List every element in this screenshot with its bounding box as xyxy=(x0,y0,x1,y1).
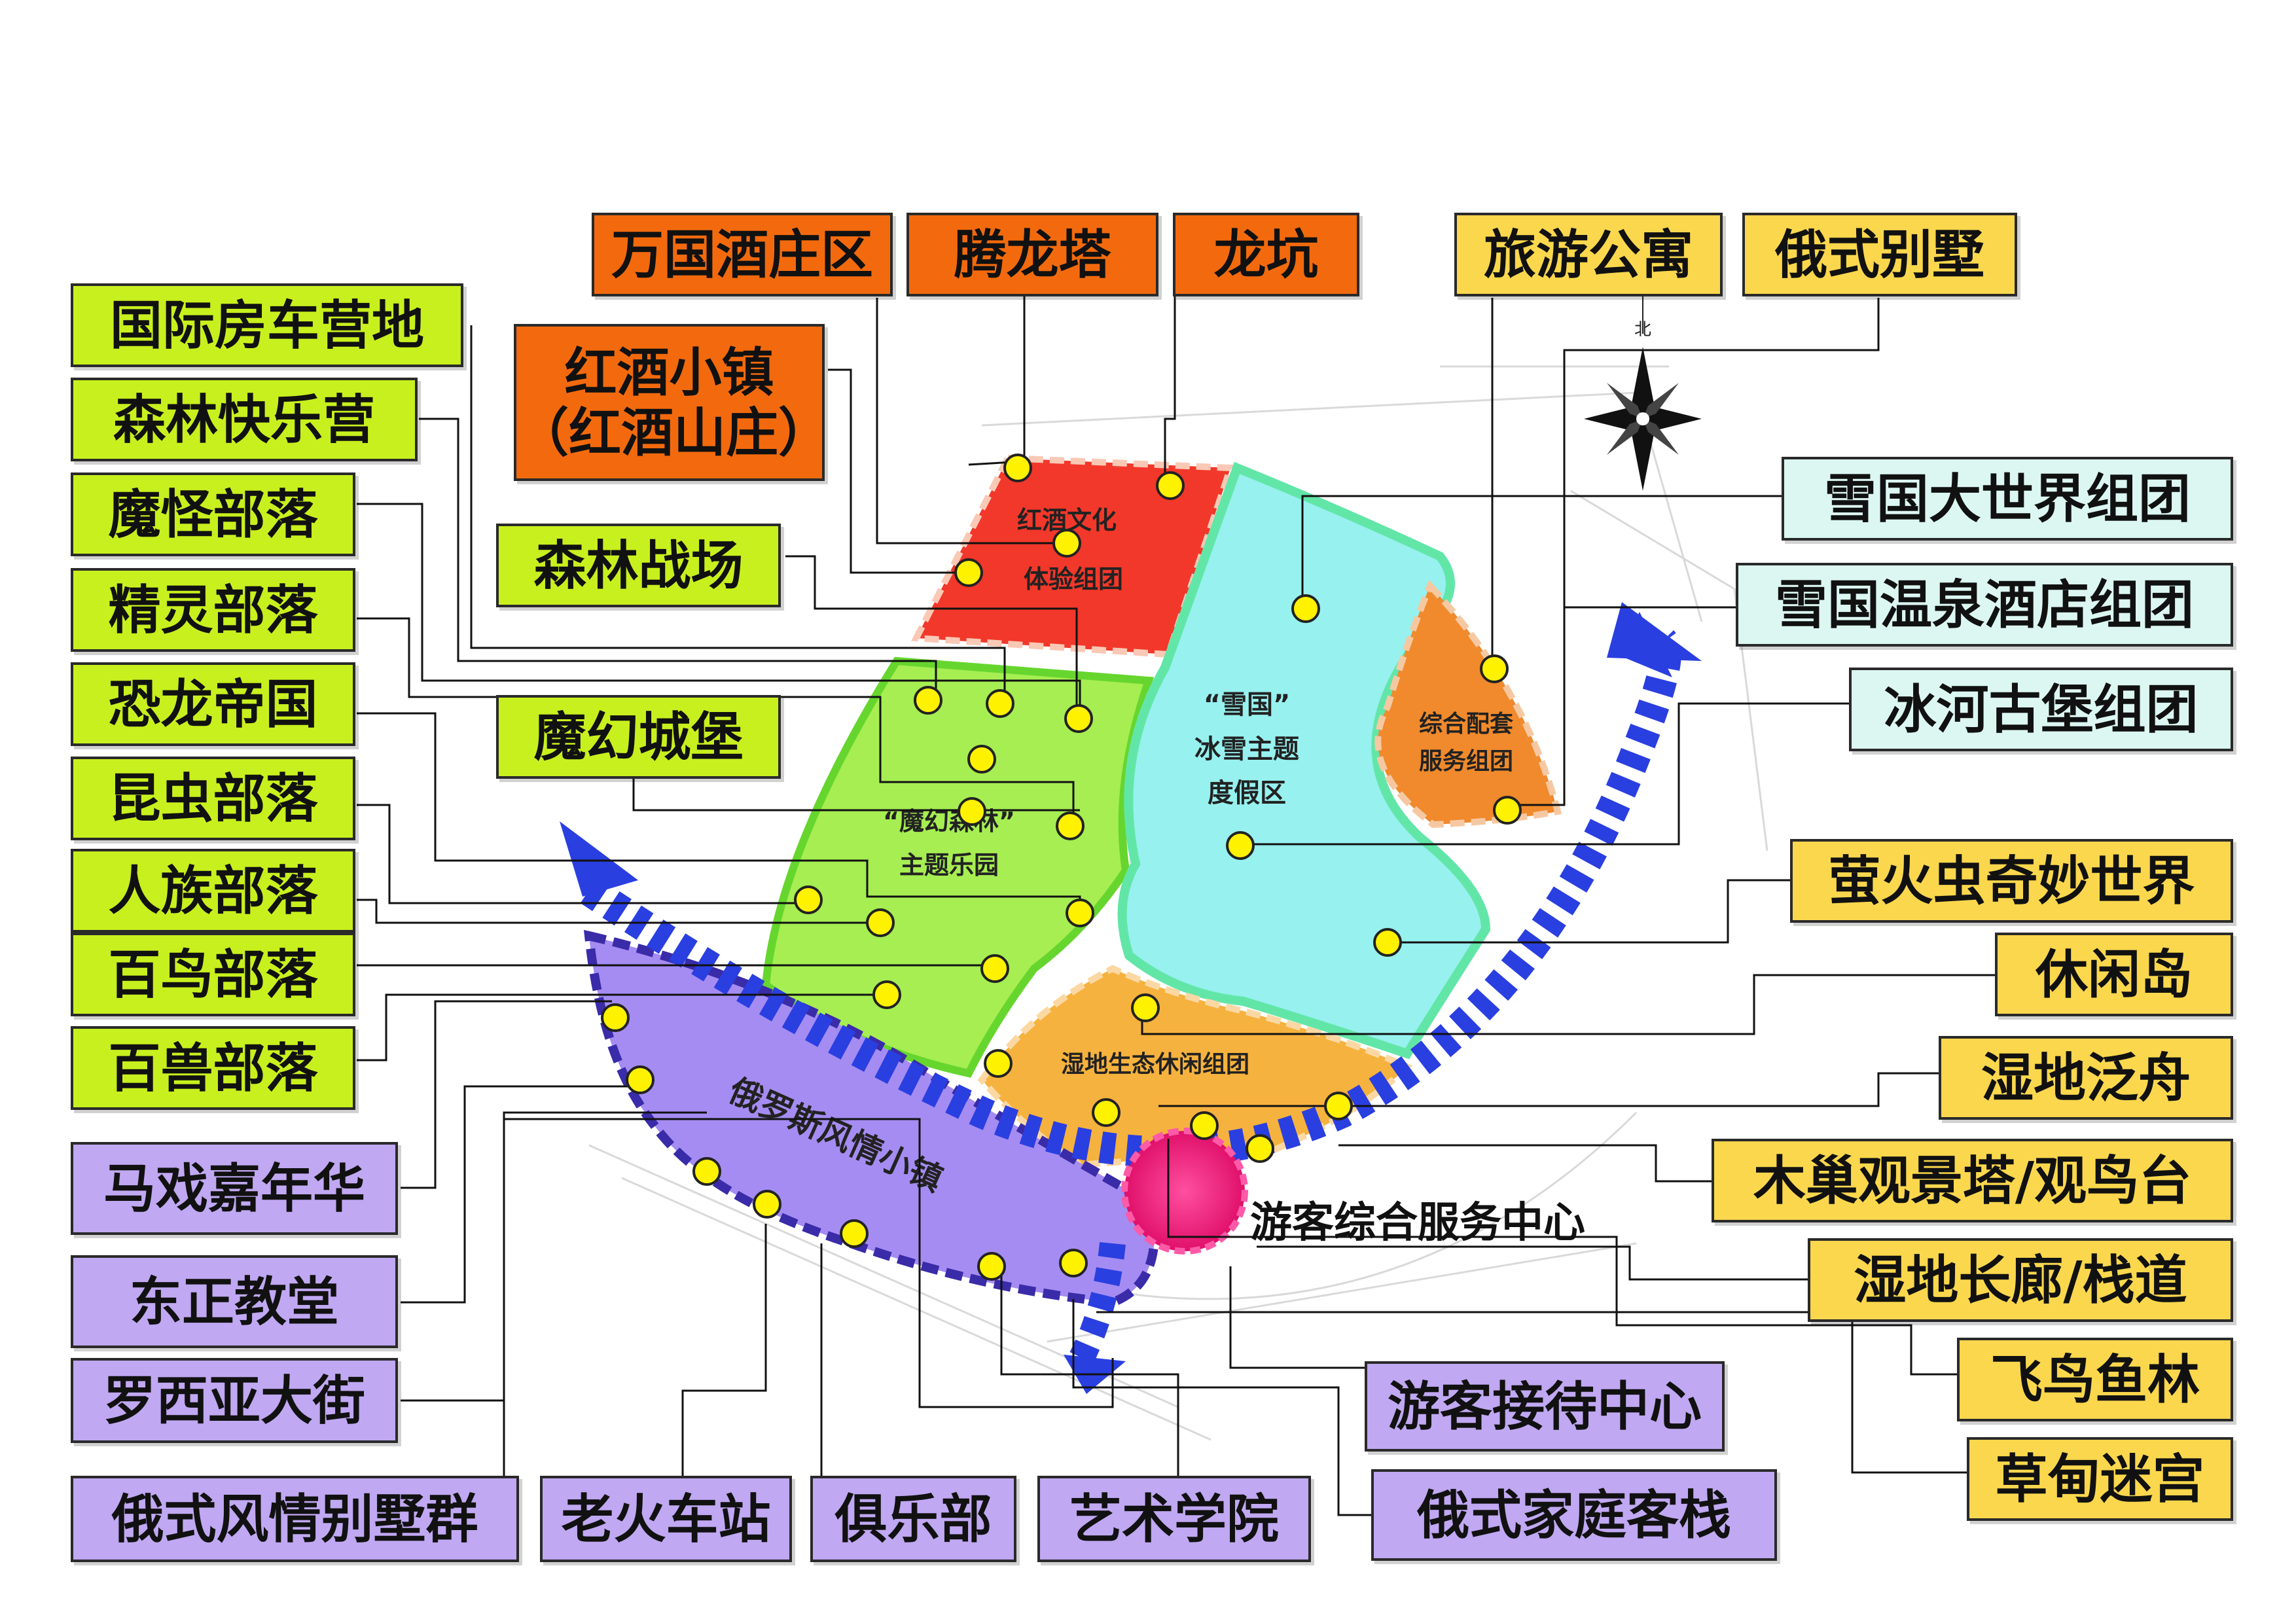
poi-marker xyxy=(1190,1111,1219,1140)
label-russian-family-inn: 俄式家庭客栈 xyxy=(1371,1469,1777,1561)
visitor-service-center xyxy=(1121,1128,1248,1255)
label-club: 俱乐部 xyxy=(810,1476,1016,1562)
label-visitor-reception: 游客接待中心 xyxy=(1365,1361,1725,1452)
service-zone-label-1: 综合配套 xyxy=(1419,711,1513,738)
poi-marker xyxy=(1092,1098,1121,1127)
compass-rose-icon: 北 xyxy=(1584,288,1702,491)
snow-zone-label-3: 度假区 xyxy=(1208,778,1286,808)
compass-north-label: 北 xyxy=(1634,320,1651,340)
wine-zone-label-2: 体验组团 xyxy=(1024,565,1123,594)
poi-marker xyxy=(1066,899,1094,927)
poi-marker xyxy=(601,1003,630,1032)
snow-zone-label-2: 冰雪主题 xyxy=(1194,734,1299,764)
label-orthodox-church: 东正教堂 xyxy=(71,1255,398,1348)
poi-marker xyxy=(1480,654,1509,683)
label-rossiya-street: 罗西亚大街 xyxy=(71,1358,398,1443)
magic-forest-zone xyxy=(761,656,1155,1078)
label-beast-tribe: 百兽部落 xyxy=(71,1026,355,1110)
poi-marker xyxy=(840,1219,869,1248)
label-dinosaur-empire: 恐龙帝国 xyxy=(71,662,355,746)
label-wetland-boating: 湿地泛舟 xyxy=(1939,1036,2233,1120)
poi-marker xyxy=(1059,1249,1088,1277)
label-russian-villas: 俄式风情别墅群 xyxy=(71,1476,519,1562)
label-firefly-world: 萤火虫奇妙世界 xyxy=(1790,839,2233,923)
label-wetland-corridor: 湿地长廊/栈道 xyxy=(1808,1238,2233,1322)
service-center-label: 游客综合服务中心 xyxy=(1250,1198,1585,1247)
snow-zone-label-1: “雪国” xyxy=(1204,690,1291,720)
label-forest-battlefield: 森林战场 xyxy=(496,524,781,607)
poi-marker xyxy=(1131,993,1160,1022)
poi-marker xyxy=(1064,704,1093,733)
poi-marker xyxy=(914,686,942,715)
forest-zone-label-2: 主题乐园 xyxy=(899,851,999,880)
poi-markers xyxy=(601,454,1522,1281)
poi-marker xyxy=(1052,529,1081,558)
poi-marker xyxy=(984,1049,1013,1078)
label-monster-tribe: 魔怪部落 xyxy=(71,473,355,556)
poi-marker xyxy=(967,745,996,774)
label-magic-castle: 魔幻城堡 xyxy=(496,695,781,779)
forest-zone-label-1: “魔幻森林” xyxy=(883,807,1015,836)
label-dragon-pit: 龙坑 xyxy=(1173,213,1359,296)
leader-lines xyxy=(357,291,1996,1516)
service-zone-label-2: 服务组团 xyxy=(1419,748,1513,775)
label-bird-tribe: 百鸟部落 xyxy=(71,933,355,1016)
label-art-academy: 艺术学院 xyxy=(1037,1476,1311,1562)
poi-marker xyxy=(872,980,901,1009)
poi-marker xyxy=(986,689,1014,718)
service-cluster-zone xyxy=(1374,579,1562,829)
poi-marker xyxy=(958,797,986,826)
label-bird-fish-forest: 飞鸟鱼林 xyxy=(1957,1338,2233,1421)
poi-marker xyxy=(1003,454,1032,482)
poi-marker xyxy=(954,558,983,587)
label-nest-tower: 木巢观景塔/观鸟台 xyxy=(1712,1139,2233,1222)
poi-marker xyxy=(866,908,895,937)
label-meadow-maze: 草甸迷宫 xyxy=(1967,1437,2233,1521)
label-circus-carnival: 马戏嘉年华 xyxy=(71,1142,398,1235)
tour-route-arrow xyxy=(560,602,1702,1394)
poi-marker xyxy=(977,1252,1006,1281)
poi-marker xyxy=(980,954,1009,983)
poi-marker xyxy=(794,885,823,914)
poi-marker xyxy=(1324,1092,1353,1120)
poi-marker xyxy=(1246,1134,1274,1163)
poi-marker xyxy=(1056,812,1085,840)
wetland-zone-label: 湿地生态休闲组团 xyxy=(1061,1051,1249,1078)
poi-marker xyxy=(1226,831,1255,860)
label-forest-happy-camp: 森林快乐营 xyxy=(71,378,418,461)
poi-marker xyxy=(692,1157,721,1186)
label-tourist-apartment: 旅游公寓 xyxy=(1454,213,1723,296)
label-leisure-island: 休闲岛 xyxy=(1995,933,2233,1016)
label-glacier-castle-cluster: 冰河古堡组团 xyxy=(1849,668,2233,751)
base-map xyxy=(588,365,1768,1441)
poi-marker xyxy=(1156,471,1185,500)
poi-marker xyxy=(1291,594,1320,623)
poi-marker xyxy=(1373,928,1402,957)
label-wine-town: 红酒小镇 （红酒山庄） xyxy=(514,324,831,481)
label-russian-villa: 俄式别墅 xyxy=(1742,213,2017,296)
label-old-train-station: 老火车站 xyxy=(540,1476,792,1562)
poi-marker xyxy=(626,1065,655,1094)
snow-resort-zone xyxy=(1117,461,1491,1060)
label-elf-tribe: 精灵部落 xyxy=(71,568,355,652)
label-rv-campground: 国际房车营地 xyxy=(71,283,463,367)
label-tenglong-tower: 腾龙塔 xyxy=(906,213,1158,296)
label-snow-hotspring-cluster: 雪国温泉酒店组团 xyxy=(1736,563,2233,647)
poi-marker xyxy=(753,1190,781,1219)
label-snow-world-cluster: 雪国大世界组团 xyxy=(1782,457,2233,541)
label-human-tribe: 人族部落 xyxy=(71,849,355,933)
label-insect-tribe: 昆虫部落 xyxy=(71,757,355,840)
poi-marker xyxy=(1493,796,1522,825)
label-wine-estate-area: 万国酒庄区 xyxy=(592,213,893,296)
